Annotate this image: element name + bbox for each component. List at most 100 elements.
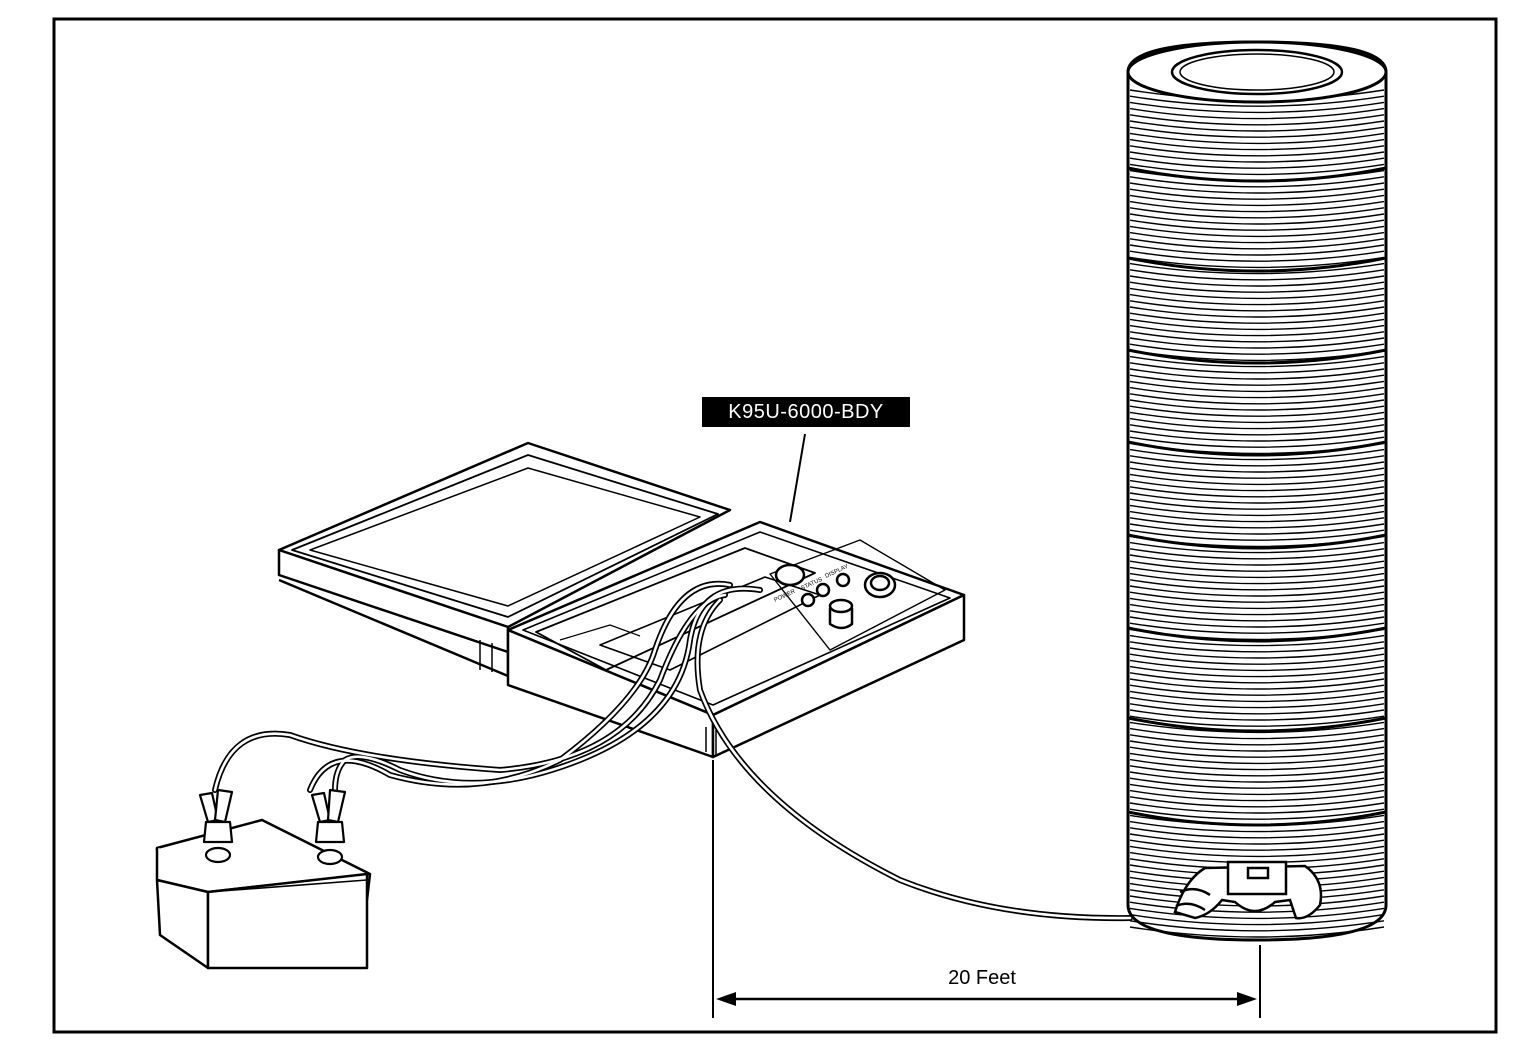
tool-part-number-label: K95U-6000-BDY [702, 397, 910, 427]
tire-groove [1129, 616, 1385, 628]
tire-separator [1127, 533, 1387, 550]
tire-groove [1129, 492, 1385, 504]
tire-groove [1129, 182, 1385, 194]
tire-groove [1129, 808, 1385, 820]
tire-groove [1129, 653, 1385, 665]
tire-separator [1127, 440, 1387, 457]
tire-groove [1129, 151, 1385, 163]
tire-groove [1129, 833, 1385, 845]
tire-groove [1129, 300, 1385, 312]
tire-groove [1129, 231, 1385, 244]
tire-groove [1129, 907, 1385, 920]
tire-groove [1129, 765, 1385, 777]
tire-groove [1129, 343, 1385, 355]
tire-groove [1129, 920, 1385, 932]
tire-groove [1129, 163, 1385, 176]
tire-groove [1129, 634, 1385, 647]
tire-groove [1129, 244, 1385, 256]
distance-label: 20 Feet [948, 967, 1016, 989]
tire-groove [1129, 758, 1385, 771]
tire-groove [1129, 926, 1385, 938]
tire-groove [1129, 138, 1385, 151]
tire-groove [1129, 541, 1385, 554]
tire-groove [1129, 486, 1385, 498]
tire-groove [1129, 802, 1385, 814]
tire-groove [1129, 752, 1385, 765]
tire-groove [1129, 641, 1385, 653]
tire-groove [1129, 219, 1385, 231]
battery-clamp-left [198, 788, 234, 864]
tire-groove [1129, 331, 1385, 343]
tire-groove [1129, 597, 1385, 610]
tire-groove [1129, 114, 1385, 126]
tire-groove [1129, 436, 1385, 448]
tire-groove [1129, 176, 1385, 188]
tire-groove [1129, 95, 1385, 107]
tire-groove [1129, 529, 1385, 541]
tire-groove [1129, 740, 1385, 752]
tire-groove [1129, 448, 1385, 461]
tire-groove [1129, 820, 1385, 833]
tire-separator [1127, 626, 1387, 643]
tire-groove [1129, 393, 1385, 405]
tire-groove [1129, 355, 1385, 368]
tire-groove [1129, 560, 1385, 572]
tire-groove [1129, 727, 1385, 740]
tire-groove [1129, 777, 1385, 789]
tire-groove [1129, 337, 1385, 349]
tire-groove [1129, 603, 1385, 616]
tire-groove [1129, 238, 1385, 250]
tire-groove [1129, 783, 1385, 796]
tire-groove [1129, 467, 1385, 479]
tire-groove [1129, 269, 1385, 281]
tire-groove [1129, 324, 1385, 337]
tire-groove [1129, 579, 1385, 591]
diagram-frame [52, 17, 1498, 1034]
tire-groove [1129, 585, 1385, 597]
tire-groove [1129, 504, 1385, 517]
tire-groove [1129, 225, 1385, 238]
tire-groove [1129, 132, 1385, 145]
tire-groove [1129, 424, 1385, 436]
tire-groove [1129, 368, 1385, 380]
tire-groove [1129, 510, 1385, 523]
tire-groove [1129, 479, 1385, 492]
sensor-module [1173, 860, 1323, 920]
tire-groove [1129, 281, 1385, 293]
tire-groove [1129, 659, 1385, 672]
tire-separator [1127, 166, 1387, 183]
tire-groove [1129, 771, 1385, 783]
tire-groove [1129, 591, 1385, 603]
tire-groove [1129, 362, 1385, 374]
tire-stack [1126, 40, 1388, 942]
tire-groove [1129, 157, 1385, 169]
tire-groove [1129, 318, 1385, 331]
tire-groove [1129, 498, 1385, 510]
tire-groove [1129, 473, 1385, 486]
battery-clamp-right [310, 788, 347, 866]
tire-groove [1129, 200, 1385, 213]
cables [212, 580, 1133, 922]
tire-groove [1129, 610, 1385, 622]
tire-groove [1129, 734, 1385, 746]
tire-groove [1129, 417, 1385, 430]
tire-groove [1129, 690, 1385, 703]
tire-separator [1127, 348, 1387, 365]
tire-groove [1129, 523, 1385, 535]
tire-groove [1129, 678, 1385, 690]
tire-groove [1129, 213, 1385, 225]
tire-groove [1129, 554, 1385, 566]
tire-groove [1129, 411, 1385, 424]
tire-groove [1129, 107, 1385, 120]
tire-separator [1127, 810, 1387, 827]
tire-groove [1129, 796, 1385, 808]
tire-groove [1129, 120, 1385, 132]
tire-groove [1129, 839, 1385, 851]
tire-groove [1129, 293, 1385, 306]
tire-groove [1129, 622, 1385, 634]
tire-groove [1129, 566, 1385, 579]
tire-groove [1129, 455, 1385, 467]
tool-label-leader [789, 433, 806, 523]
tire-groove [1129, 665, 1385, 678]
